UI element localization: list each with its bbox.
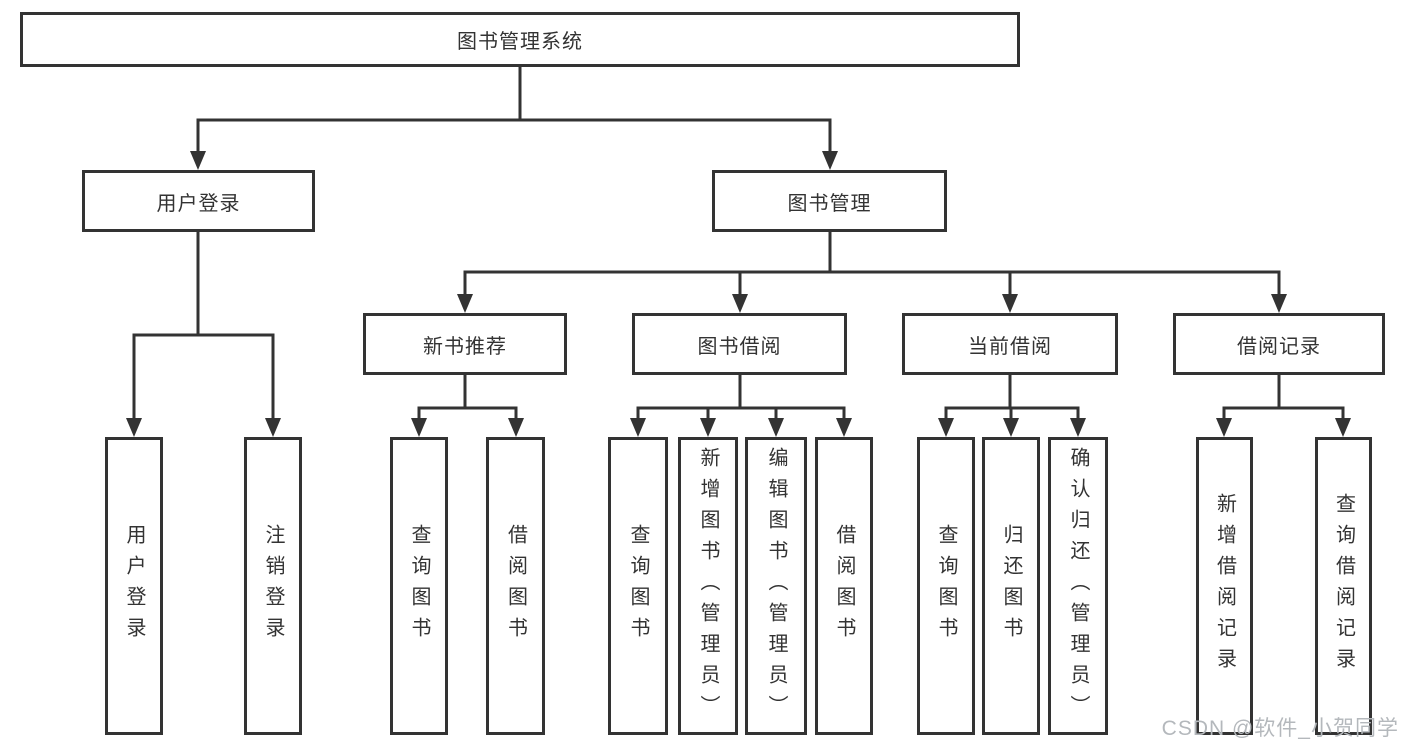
leaf-query-borrow-record: 查询借阅记录: [1315, 437, 1372, 735]
arrow-down-icon: [1002, 294, 1018, 313]
arrow-down-icon: [1216, 418, 1232, 437]
watermark: CSDN @软件_小贺同学: [1161, 717, 1399, 740]
node-book-management-label: 图书管理: [787, 192, 872, 215]
node-current-borrowing-label: 当前借阅: [968, 335, 1052, 358]
leaf-add-borrow-record: 新增借阅记录: [1196, 437, 1253, 735]
arrow-down-icon: [822, 151, 838, 170]
leaf-confirm-return-admin-label: 确认归还（管理员）: [1067, 446, 1089, 726]
arrow-down-icon: [1003, 418, 1019, 437]
node-borrowing-records-label: 借阅记录: [1237, 335, 1321, 358]
arrow-down-icon: [836, 418, 852, 437]
leaf-return-books-label: 归还图书: [1000, 524, 1022, 648]
node-current-borrowing: 当前借阅: [902, 313, 1118, 375]
leaf-borrow-books-recommend-label: 借阅图书: [504, 524, 527, 648]
arrow-down-icon: [411, 418, 427, 437]
leaf-query-books-recommend-label: 查询图书: [408, 524, 430, 648]
node-root-label: 图书管理系统: [457, 31, 583, 53]
leaf-edit-books-admin-label: 编辑图书（管理员）: [765, 446, 787, 726]
leaf-logout: 注销登录: [244, 437, 302, 735]
arrow-down-icon: [190, 151, 206, 170]
leaf-add-books-admin: 新增图书（管理员）: [678, 437, 738, 735]
node-book-borrowing-label: 图书借阅: [697, 335, 782, 358]
leaf-query-books-borrowing: 查询图书: [608, 437, 668, 735]
leaf-query-books-recommend: 查询图书: [390, 437, 448, 735]
leaf-edit-books-admin: 编辑图书（管理员）: [745, 437, 807, 735]
connector: [190, 67, 838, 170]
connector: [457, 232, 1287, 313]
node-book-borrowing: 图书借阅: [632, 313, 847, 375]
node-new-book-recommend: 新书推荐: [363, 313, 567, 375]
leaf-query-borrow-record-label: 查询借阅记录: [1332, 493, 1355, 679]
arrow-down-icon: [938, 418, 954, 437]
node-user-login-label: 用户登录: [156, 192, 241, 215]
arrow-down-icon: [457, 294, 473, 313]
leaf-user-login-label: 用户登录: [123, 524, 145, 648]
node-root: 图书管理系统: [20, 12, 1020, 67]
arrow-down-icon: [630, 418, 646, 437]
arrow-down-icon: [732, 294, 748, 313]
arrow-down-icon: [508, 418, 524, 437]
leaf-return-books: 归还图书: [982, 437, 1040, 735]
arrow-down-icon: [768, 418, 784, 437]
connector: [411, 375, 524, 437]
node-book-management: 图书管理: [712, 170, 947, 232]
arrow-down-icon: [1271, 294, 1287, 313]
leaf-add-books-admin-label: 新增图书（管理员）: [697, 446, 719, 726]
connector: [630, 375, 852, 437]
node-borrowing-records: 借阅记录: [1173, 313, 1385, 375]
connector: [938, 375, 1086, 437]
leaf-confirm-return-admin: 确认归还（管理员）: [1048, 437, 1108, 735]
connector: [126, 232, 281, 437]
leaf-query-books-borrowing-label: 查询图书: [627, 524, 649, 648]
node-user-login: 用户登录: [82, 170, 315, 232]
leaf-query-books-current-label: 查询图书: [935, 524, 957, 648]
arrow-down-icon: [126, 418, 142, 437]
leaf-add-borrow-record-label: 新增借阅记录: [1213, 493, 1236, 679]
arrow-down-icon: [1335, 418, 1351, 437]
leaf-borrow-books: 借阅图书: [815, 437, 873, 735]
leaf-user-login: 用户登录: [105, 437, 163, 735]
node-new-book-recommend-label: 新书推荐: [423, 335, 507, 358]
connector: [1216, 375, 1351, 437]
leaf-logout-label: 注销登录: [262, 524, 284, 648]
arrow-down-icon: [1070, 418, 1086, 437]
arrow-down-icon: [700, 418, 716, 437]
arrow-down-icon: [265, 418, 281, 437]
leaf-borrow-books-recommend: 借阅图书: [486, 437, 545, 735]
leaf-query-books-current: 查询图书: [917, 437, 975, 735]
leaf-borrow-books-label: 借阅图书: [833, 524, 855, 648]
